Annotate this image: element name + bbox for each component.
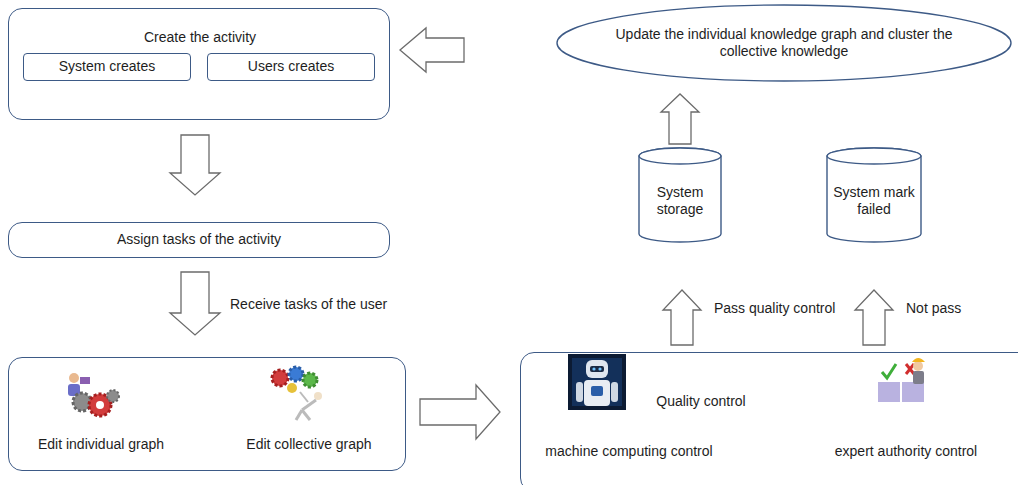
activity-box: Create the activitySystem creates Users c…	[8, 8, 390, 120]
node-text: Update the individual knowledge graph an…	[604, 26, 964, 61]
node-text: System mark failed	[830, 184, 918, 219]
block-arrow	[420, 385, 500, 439]
quality-control-box: Quality control machine computing control…	[520, 352, 1018, 485]
edit-box: Edit individual graph Edit collective gra…	[8, 357, 406, 471]
block-arrow	[663, 290, 701, 345]
node-text: Edit individual graph	[11, 436, 191, 454]
node-text: machine computing control	[529, 443, 729, 461]
block-arrow	[170, 135, 220, 195]
node-text: Edit collective graph	[217, 436, 401, 454]
node-text: System creates	[59, 58, 155, 76]
robot-icon	[568, 354, 626, 410]
process-box: Assign tasks of the activity	[8, 222, 390, 258]
process-ellipse: Update the individual knowledge graph an…	[556, 4, 1012, 82]
node-text: System storage	[642, 184, 718, 219]
block-arrow	[170, 272, 220, 335]
database-cylinder: System storage	[638, 148, 722, 242]
expert-icon	[878, 358, 925, 402]
block-arrow	[400, 28, 464, 72]
option-box: System creates	[23, 53, 191, 81]
block-arrow	[855, 290, 893, 345]
edge-label: Pass quality control	[712, 300, 837, 317]
block-arrow	[661, 94, 699, 144]
option-box: Users creates	[207, 53, 375, 81]
node-text: Users creates	[248, 58, 334, 76]
edge-label: Receive tasks of the user	[228, 296, 389, 313]
collective-icon	[272, 367, 322, 420]
node-text: Create the activity	[9, 29, 391, 47]
database-cylinder: System mark failed	[826, 148, 922, 242]
individual-icon	[68, 373, 119, 416]
node-text: Quality control	[641, 393, 761, 411]
node-text: Assign tasks of the activity	[117, 231, 281, 249]
node-text: expert authority control	[811, 443, 1001, 461]
edge-label: Not pass	[904, 300, 963, 317]
